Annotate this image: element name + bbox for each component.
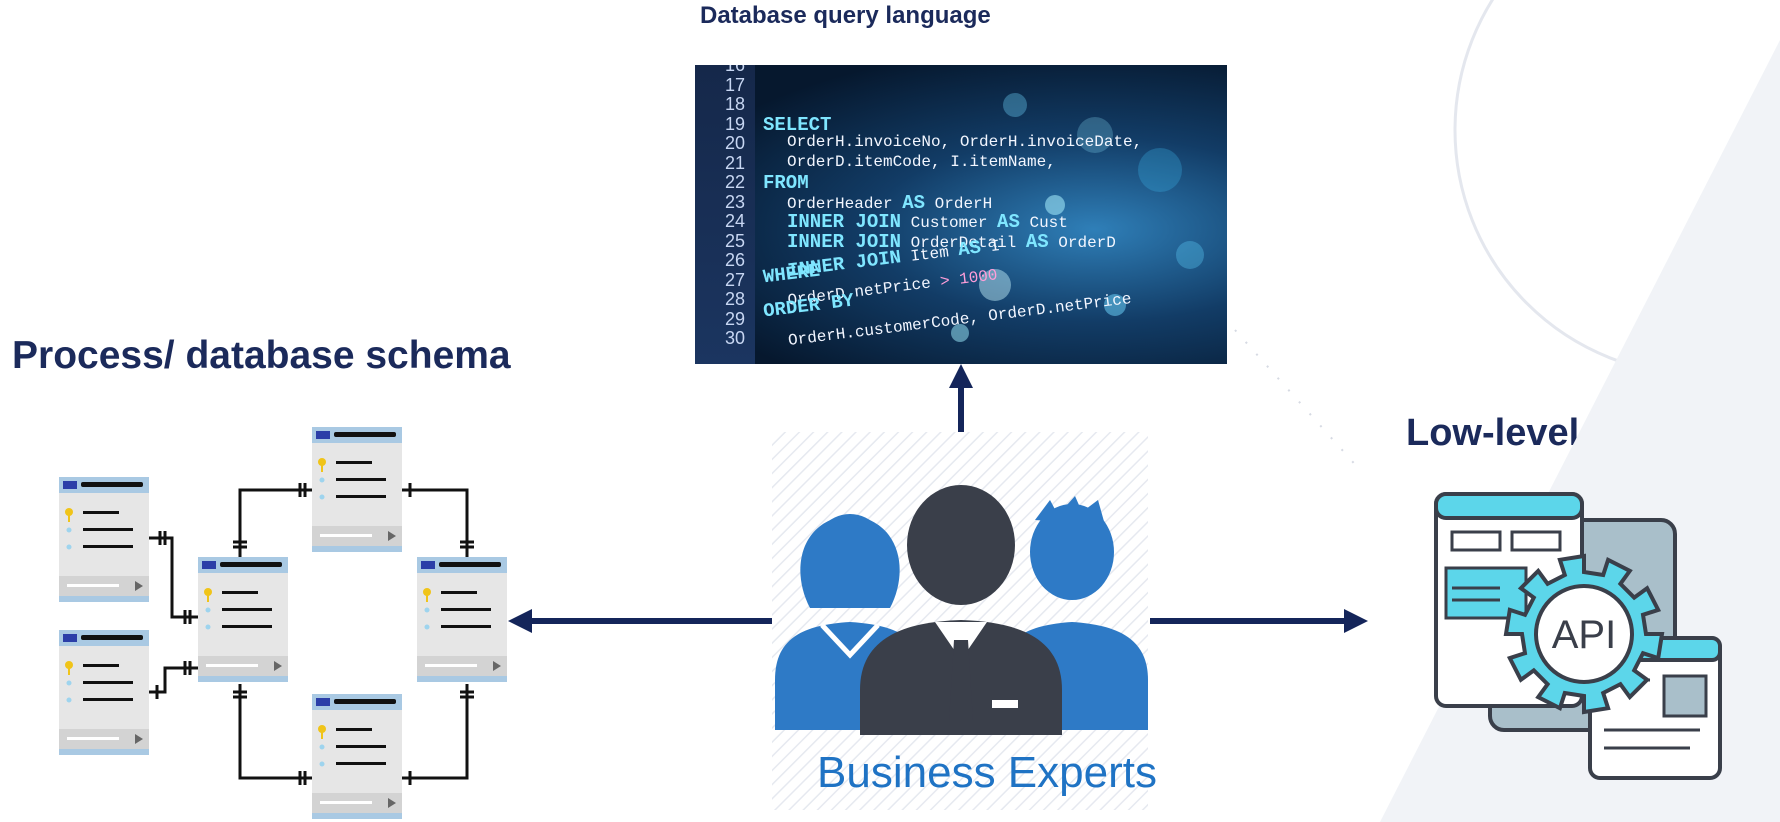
arrow-left [508,609,772,633]
code-line: FROM [763,172,809,194]
sql-text: Cust [1019,214,1068,232]
code-line: OrderHeader AS OrderH [787,192,992,214]
code-line-number: 24 [724,211,745,231]
sql-keyword: INNER JOIN [787,211,902,233]
sql-keyword: AS [1025,230,1049,253]
schema-connectors [149,483,474,785]
business-experts-label: Business Experts [817,748,1157,797]
arrow-up [949,364,973,432]
code-line-number: 23 [724,191,745,212]
code-line: INNER JOIN Customer AS Cust [787,211,1068,233]
sql-text: OrderDetail [901,233,1026,252]
code-line-number: 21 [724,152,745,173]
code-line: OrderH.invoiceNo, OrderH.invoiceDate, [787,133,1142,151]
query-language-title-wrap: Database query language [0,2,1780,54]
bokeh-lights [951,93,1204,342]
query-language-title: Database query language [700,2,991,29]
code-line-number: 28 [724,289,745,309]
sql-keyword: SELECT [763,113,832,136]
sql-keyword: FROM [763,172,809,194]
arrow-right [1150,609,1368,633]
schema-table-icon [312,694,402,819]
code-line: OrderD.itemCode, I.itemName, [787,153,1056,171]
code-line: SELECT [763,114,831,136]
arrows [508,364,1368,633]
code-line-number: 27 [724,269,745,290]
business-experts-icon [775,485,1148,735]
code-line: INNER JOIN OrderDetail AS OrderD [787,231,1116,253]
code-line-number: 19 [724,113,745,134]
code-line-number: 26 [724,250,745,270]
schema-title: Process/ database schema [12,334,511,377]
code-gutter [695,65,755,364]
sql-text: OrderHeader [787,194,903,213]
sql-keyword: AS [902,191,926,214]
schema-table-icon [312,427,402,552]
sql-keyword: INNER JOIN [787,230,902,253]
schema-table-icon [59,477,149,602]
sql-keyword: AS [997,211,1020,233]
code-line-number: 20 [724,133,745,153]
code-line-number: 16 [724,65,745,75]
sql-text: OrderH.invoiceNo, OrderH.invoiceDate, [787,133,1143,151]
schema-table-icon [417,557,507,682]
code-line-number: 22 [724,172,745,192]
sql-text: Customer [901,214,998,232]
gear-icon: API [1503,553,1665,715]
sql-text: OrderD.itemCode, I.itemName, [787,152,1056,171]
code-line-number: 17 [724,74,745,95]
code-line-number: 18 [724,94,745,114]
code-line-number: 30 [724,328,745,348]
api-icon: API [1434,492,1722,780]
database-schema-diagram [59,427,507,819]
sql-text: OrderH [925,194,993,213]
code-line-number: 25 [724,230,745,251]
sql-text: OrderD [1048,233,1116,252]
schema-table-icon [59,630,149,755]
schema-table-icon [198,557,288,682]
person-center-icon [860,485,1062,735]
api-icon-label: API [1552,613,1616,657]
code-line-number: 29 [724,308,745,329]
